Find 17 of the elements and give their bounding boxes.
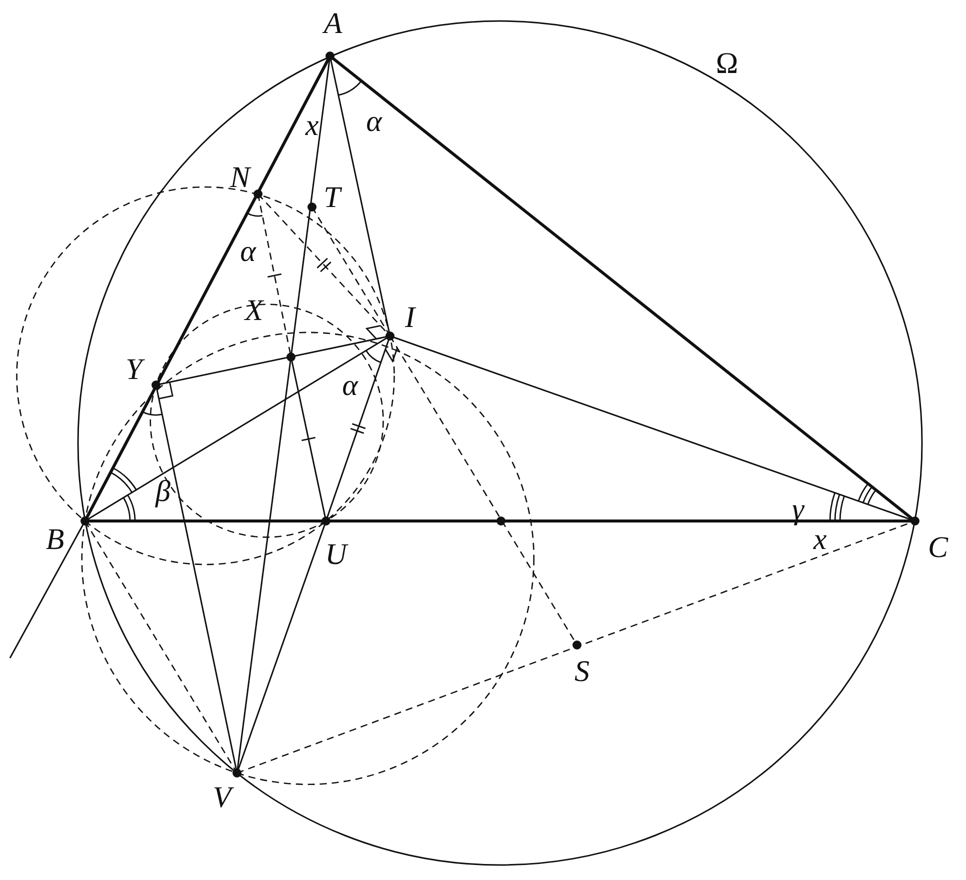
angle-label: x — [813, 525, 827, 555]
angle-label: β — [156, 477, 170, 507]
point-label: Y — [126, 355, 142, 385]
point-label: V — [212, 783, 232, 813]
angle-label: α — [342, 371, 358, 401]
point-label: N — [230, 163, 250, 193]
circle-label: Ω — [716, 49, 738, 79]
point-label: S — [574, 657, 590, 687]
point-label: C — [928, 533, 948, 563]
angle-label: x — [305, 111, 319, 141]
point-label: I — [405, 303, 415, 333]
angle-label: α — [240, 237, 256, 267]
angle-label: α — [366, 107, 382, 137]
point-label: A — [324, 9, 342, 39]
point-label: B — [46, 525, 64, 555]
point-label: U — [325, 540, 347, 570]
point-label: T — [324, 183, 340, 213]
